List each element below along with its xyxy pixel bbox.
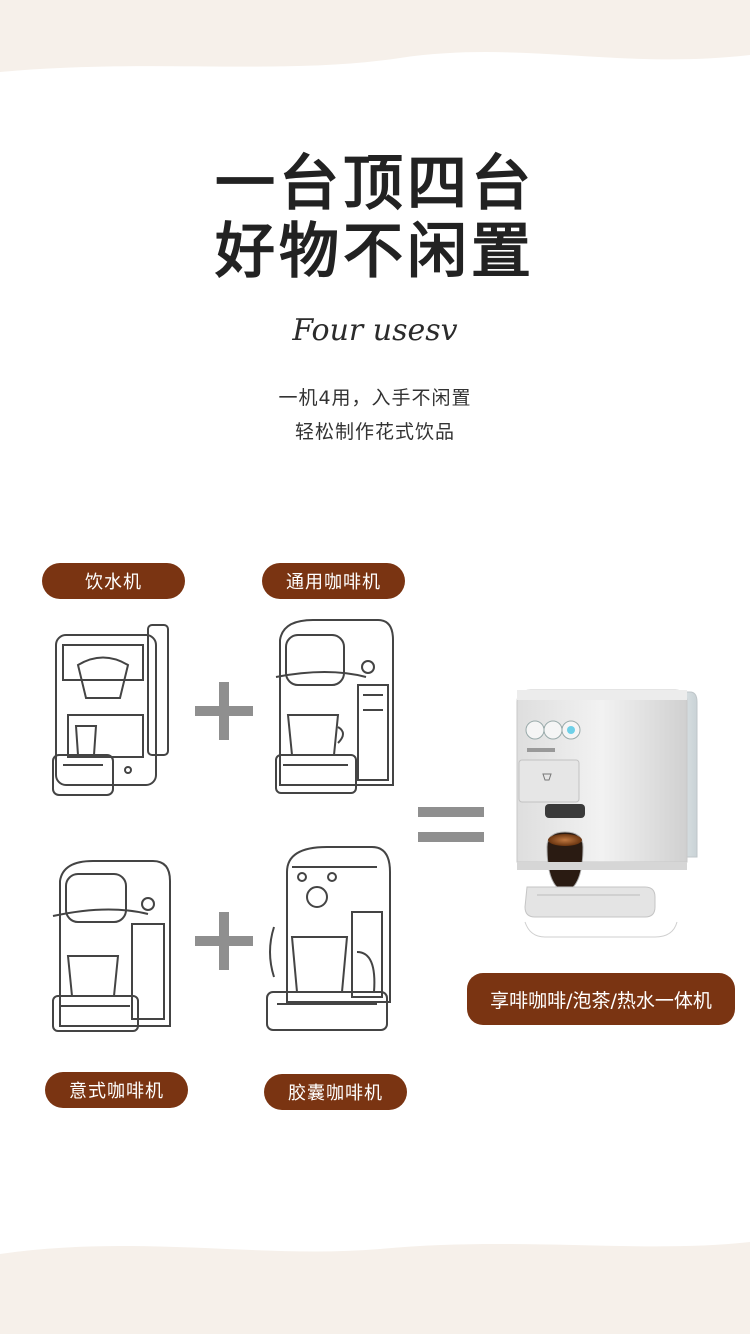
plus-icon-bottom: [195, 912, 253, 970]
label-water-dispenser: 饮水机: [42, 563, 185, 599]
equals-icon: [418, 807, 484, 842]
espresso-machine-icon: [52, 860, 171, 1032]
bottom-wave-decoration: [0, 1242, 750, 1334]
description-line-1: 一机4用，入手不闲置: [278, 387, 472, 409]
result-label-all-in-one: 享啡咖啡/泡茶/热水一体机: [467, 973, 735, 1025]
plus-icon-top: [195, 682, 253, 740]
script-subtitle: Four usesv: [292, 313, 458, 348]
top-wave-decoration: [0, 0, 750, 72]
headline-line-1: 一台顶四台: [215, 149, 535, 219]
water-dispenser-icon: [52, 624, 169, 796]
headline-line-2: 好物不闲置: [215, 217, 535, 287]
description-line-2: 轻松制作花式饮品: [294, 421, 455, 443]
label-capsule-coffee-machine: 胶囊咖啡机: [264, 1074, 407, 1110]
all-in-one-machine-icon: [516, 689, 698, 938]
label-espresso-machine: 意式咖啡机: [45, 1072, 188, 1108]
capsule-coffee-machine-icon: [266, 846, 391, 1031]
label-universal-coffee-machine: 通用咖啡机: [262, 563, 405, 599]
universal-coffee-machine-icon: [275, 619, 394, 794]
